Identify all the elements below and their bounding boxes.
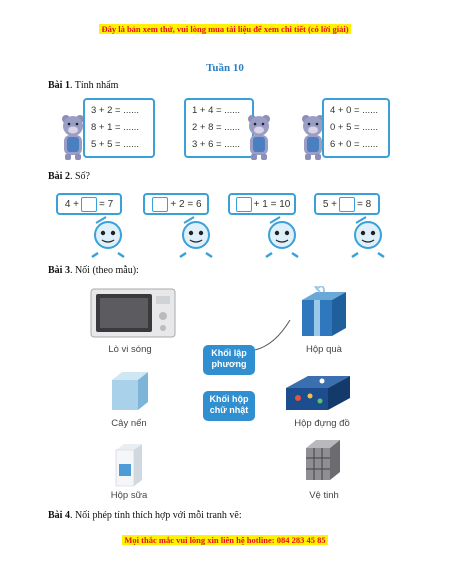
bear-teacher-icon xyxy=(302,115,324,160)
bear-teacher-icon xyxy=(248,115,270,160)
ex2-equation-4: 5 += 8 xyxy=(314,193,380,215)
caption-gift-box: Hộp quà xyxy=(306,344,342,355)
caption-milk-box: Hộp sữa xyxy=(110,490,148,501)
caption-satellite: Vệ tinh xyxy=(309,490,339,501)
gift-box-icon xyxy=(302,286,346,336)
caption-storage-box: Hộp đựng đồ xyxy=(294,418,350,429)
microwave-icon xyxy=(90,288,176,338)
ex1-board-2: 1 + 4 = ...... 2 + 8 = ...... 3 + 6 = ..… xyxy=(184,98,254,158)
ex1-heading: Bài 1. Tính nhẩm xyxy=(48,80,119,91)
ex3-heading: Bài 3. Nối (theo mẫu): xyxy=(48,265,139,276)
shape-cuboid-label[interactable]: Khối hộp chữ nhật xyxy=(203,391,255,421)
bear-teacher-icon xyxy=(62,115,84,160)
ex2-equation-1: 4 += 7 xyxy=(56,193,122,215)
ex2-equation-2: + 2 = 6 xyxy=(143,193,209,215)
robot-pointing-icon xyxy=(91,216,125,259)
answer-box[interactable] xyxy=(81,196,97,212)
robot-pointing-icon xyxy=(351,216,385,259)
ex1-board-1: 3 + 2 = ...... 8 + 1 = ...... 5 + 5 = ..… xyxy=(83,98,155,158)
satellite-cube-icon xyxy=(306,440,340,480)
storage-box-icon xyxy=(286,376,350,410)
robot-pointing-icon xyxy=(179,216,213,259)
ex1-board-3: 4 + 0 = ...... 0 + 5 = ...... 6 + 0 = ..… xyxy=(322,98,390,158)
caption-microwave: Lò vi sóng xyxy=(108,344,152,355)
milk-box-icon xyxy=(115,444,142,487)
preview-banner: Đây là bản xem thử, vui lòng mua tài liệ… xyxy=(99,24,351,34)
hotline-footer: Mọi thắc mắc vui lòng xin liên hệ hotlin… xyxy=(122,535,328,545)
ex4-heading: Bài 4. Nối phép tính thích hợp với mỗi t… xyxy=(48,510,242,521)
ex2-equation-3: + 1 = 10 xyxy=(228,193,296,215)
answer-box[interactable] xyxy=(235,196,252,212)
shape-cube-label[interactable]: Khối lập phương xyxy=(203,345,255,375)
cube-candle-icon xyxy=(112,372,148,410)
robot-pointing-icon xyxy=(265,216,299,259)
ex2-heading: Bài 2. Số? xyxy=(48,171,90,182)
caption-candle: Cây nến xyxy=(111,418,147,429)
answer-box[interactable] xyxy=(339,196,355,212)
week-title: Tuần 10 xyxy=(206,62,244,74)
answer-box[interactable] xyxy=(152,196,169,212)
